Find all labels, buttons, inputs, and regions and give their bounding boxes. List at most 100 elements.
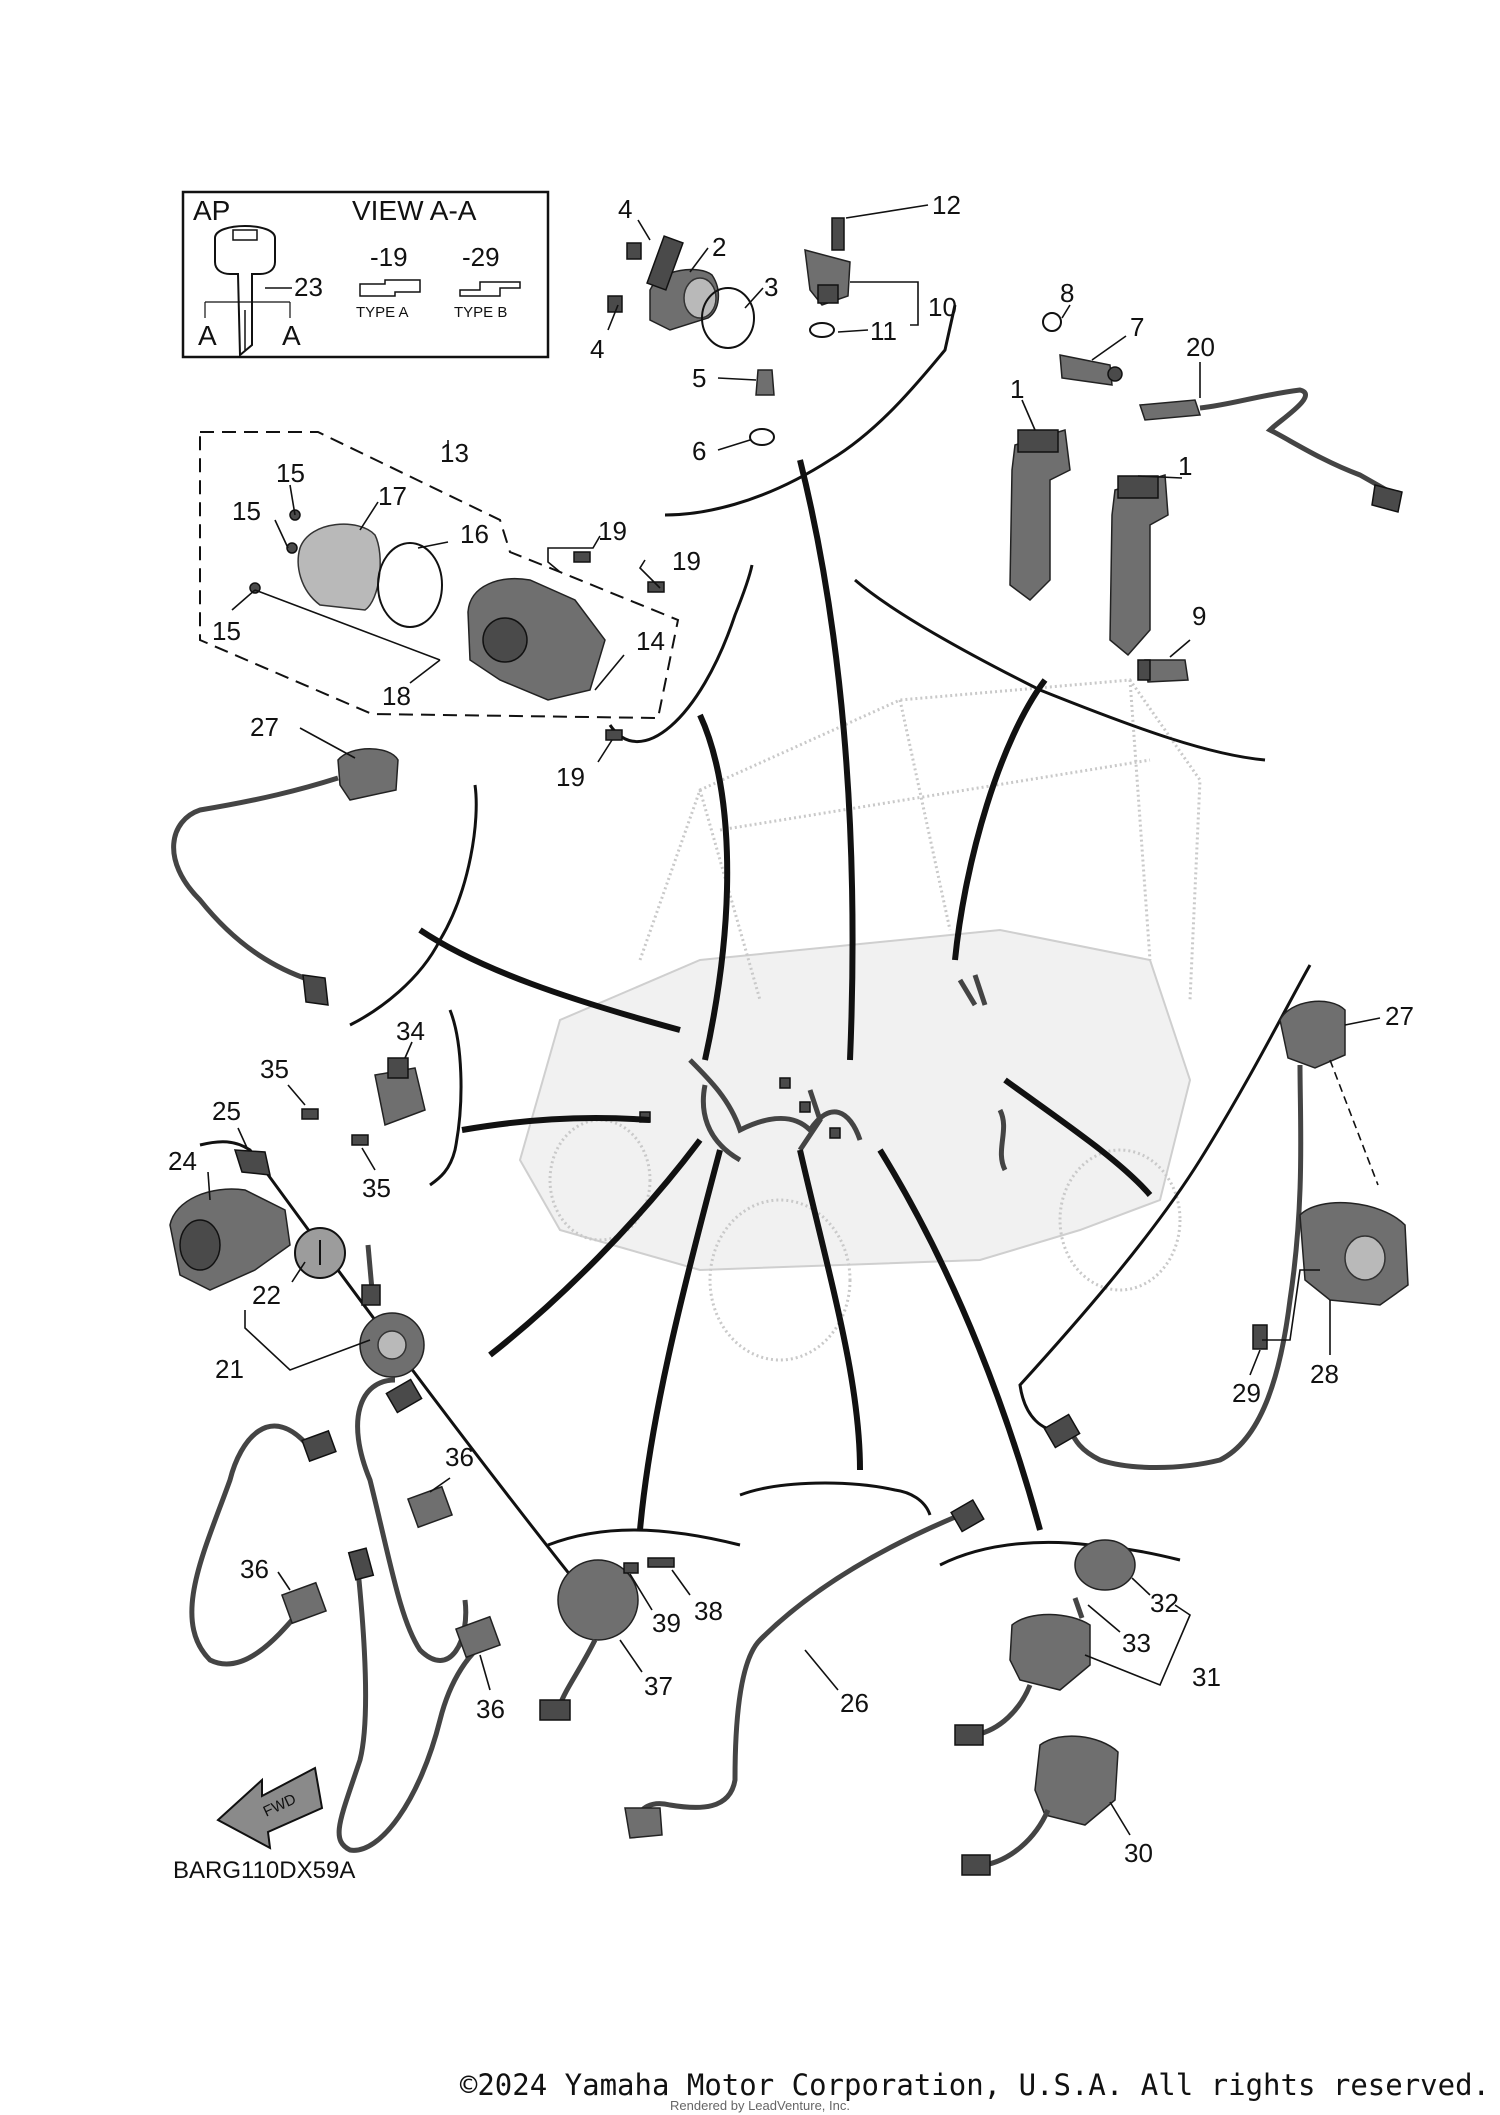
callout-36a: 36 — [445, 1442, 474, 1472]
group-ignition-coils: 1 1 7 8 9 — [854, 278, 1266, 961]
group-sensor-26: 26 — [624, 1149, 985, 1839]
callout-6: 6 — [692, 436, 706, 466]
callout-12: 12 — [932, 190, 961, 220]
callout-13: 13 — [440, 438, 469, 468]
callout-7: 7 — [1130, 312, 1144, 342]
type-b-name: TYPE B — [454, 304, 507, 321]
callout-26: 26 — [840, 1688, 869, 1718]
bracket-28 — [1299, 1201, 1409, 1306]
housing-14 — [467, 578, 606, 701]
group-13-dashed: 15 15 15 17 16 13 18 14 19 19 19 — [199, 431, 754, 1061]
bolt-12 — [831, 217, 845, 251]
callout-20: 20 — [1186, 332, 1215, 362]
callout-11: 11 — [870, 316, 897, 346]
type-b-profile — [459, 281, 521, 297]
sensor-5 — [755, 369, 775, 396]
bolt-35a — [301, 1108, 319, 1120]
callout-15a: 15 — [276, 458, 305, 488]
callout-16: 16 — [460, 519, 489, 549]
callout-38: 38 — [694, 1596, 723, 1626]
cap-32 — [1074, 1539, 1136, 1591]
screw-4-top — [626, 242, 642, 260]
cover-17 — [297, 523, 381, 611]
main-switch-21 — [359, 1244, 425, 1378]
callout-36b: 36 — [240, 1554, 269, 1584]
section-marker-left: A — [198, 320, 217, 351]
callout-1b: 1 — [1178, 451, 1192, 481]
callout-8: 8 — [1060, 278, 1074, 308]
key-inset: AP VIEW A-A A A 23 -19 -29 TYPE A TYPE B — [181, 190, 550, 359]
throttle-sensor — [646, 235, 720, 331]
type-a-suffix: -19 — [370, 242, 408, 272]
temp-sensor-9 — [1137, 659, 1189, 683]
cam-sensor-10 — [804, 248, 851, 306]
callout-28: 28 — [1310, 1359, 1339, 1389]
screw-39 — [623, 1562, 639, 1574]
relay-30 — [961, 1735, 1119, 1876]
callout-29: 29 — [1232, 1378, 1261, 1408]
vehicle-silhouette — [518, 678, 1202, 1362]
callout-22: 22 — [252, 1280, 281, 1310]
gasket-16 — [377, 542, 443, 628]
bolt-29 — [1252, 1324, 1268, 1350]
screw-4-bottom — [607, 295, 623, 313]
callout-15c: 15 — [212, 616, 241, 646]
callout-27b: 27 — [1385, 1001, 1414, 1031]
callout-4b: 4 — [590, 334, 604, 364]
callout-3: 3 — [764, 272, 778, 302]
group-relay-34: 34 35 35 — [260, 1009, 651, 1203]
callout-9: 9 — [1192, 601, 1206, 631]
callout-5: 5 — [692, 363, 706, 393]
o-ring-8 — [1042, 312, 1062, 332]
sensor-37 — [539, 1559, 639, 1721]
handle-24 — [169, 1188, 291, 1291]
speed-sensor-27-right — [1043, 1000, 1346, 1470]
key-label: AP — [193, 195, 230, 226]
view-label: VIEW A-A — [352, 195, 477, 226]
callout-39: 39 — [652, 1608, 681, 1638]
callout-21: 21 — [215, 1354, 244, 1384]
relay-31 — [954, 1613, 1091, 1746]
o-ring-3 — [701, 287, 755, 349]
plate-25 — [233, 1149, 271, 1176]
rendered-by-notice: Rendered by LeadVenture, Inc. — [670, 2098, 850, 2113]
group-sensor-37: 39 38 37 — [539, 1149, 741, 1721]
callout-10: 10 — [928, 292, 957, 322]
callout-18: 18 — [382, 681, 411, 711]
callout-25: 25 — [212, 1096, 241, 1126]
copyright-notice: ©2024 Yamaha Motor Corporation, U.S.A. A… — [459, 2068, 1490, 2102]
knock-sensor-7 — [1059, 354, 1123, 386]
callout-19c: 19 — [556, 762, 585, 792]
callout-17: 17 — [378, 481, 407, 511]
group-horn-30-33: 32 33 31 30 — [877, 1148, 1221, 1876]
group-main-switch: 24 25 22 21 — [168, 1096, 703, 1601]
screw-15b — [286, 542, 298, 554]
bolt-19b — [647, 581, 665, 593]
bolt-19c — [605, 729, 623, 741]
ignition-coil-1b — [1109, 474, 1169, 657]
callout-14: 14 — [636, 626, 665, 656]
callout-15b: 15 — [232, 496, 261, 526]
callout-31: 31 — [1192, 1662, 1221, 1692]
callout-24: 24 — [168, 1146, 197, 1176]
ignition-coil-1a — [1009, 429, 1071, 601]
callout-19b: 19 — [672, 546, 701, 576]
callout-19a: 19 — [598, 516, 627, 546]
group-sensor-27-right: 27 28 29 — [1003, 964, 1414, 1470]
forward-arrow: FWD — [216, 1766, 324, 1850]
speed-sensor-27-left: 27 — [171, 712, 681, 1033]
type-b-suffix: -29 — [462, 242, 500, 272]
callout-34: 34 — [396, 1016, 425, 1046]
sub-harness-36: 36 36 36 — [189, 1377, 505, 1853]
bolt-38 — [647, 1557, 675, 1568]
callout-35a: 35 — [260, 1054, 289, 1084]
clip-33 — [1072, 1597, 1085, 1619]
bolt-19a — [573, 551, 591, 563]
callout-36c: 36 — [476, 1694, 505, 1724]
callout-27a: 27 — [250, 712, 279, 742]
callout-23: 23 — [294, 272, 323, 302]
bolt-35b — [351, 1134, 369, 1146]
o-ring-11 — [809, 322, 835, 338]
washer-6 — [749, 428, 775, 446]
